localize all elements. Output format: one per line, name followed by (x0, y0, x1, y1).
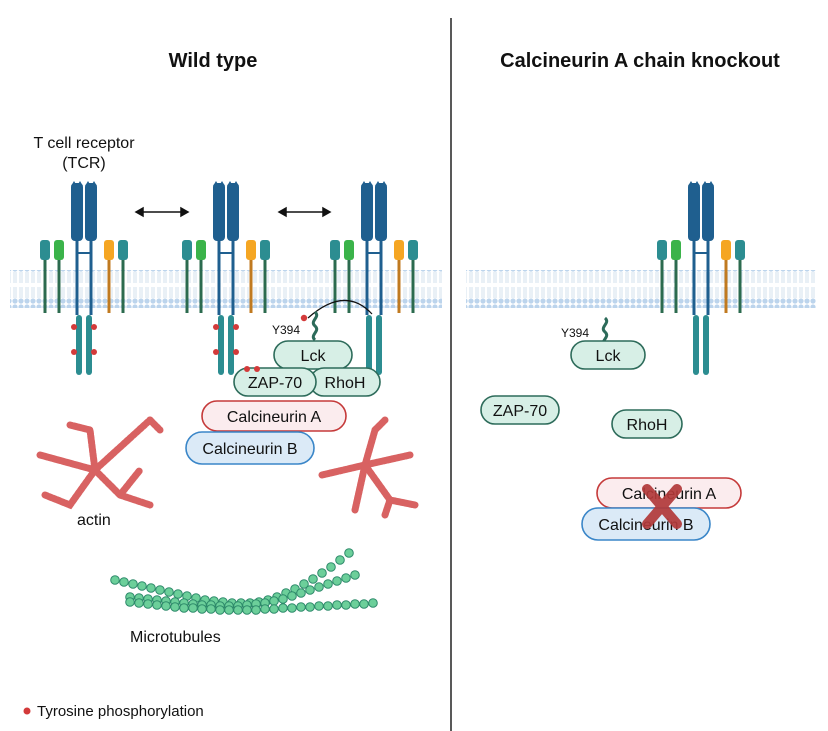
rhoh-label-right: RhoH (627, 417, 668, 434)
lck-pill-right (570, 340, 646, 370)
tcr-label-line1: T cell receptor (33, 135, 135, 152)
zap70-label-left: ZAP-70 (248, 375, 302, 392)
membrane-right (466, 270, 816, 308)
legend-label: Tyrosine phosphorylation (37, 703, 204, 720)
y394-label-left: Y394 (272, 323, 300, 337)
knockout-x-icon (642, 484, 682, 529)
left-panel-title: Wild type (169, 50, 258, 72)
zap70-phospho-2 (254, 366, 260, 372)
membrane-left (10, 270, 442, 308)
right-panel-title: Calcineurin A chain knockout (500, 50, 780, 72)
rhoh-label-left: RhoH (325, 375, 366, 392)
y394-label-right: Y394 (561, 326, 589, 340)
actin-label: actin (77, 512, 111, 529)
zap70-pill-left (233, 367, 317, 397)
lck-label-left: Lck (301, 348, 327, 365)
double-arrow-1 (134, 206, 190, 218)
lck-label-right: Lck (596, 348, 622, 365)
lck-pill-left (273, 340, 353, 370)
y394-phospho-left (300, 314, 308, 322)
calcineurin-b-pill-left (185, 431, 315, 465)
microtubules (110, 548, 378, 615)
zap70-pill-right (480, 395, 560, 425)
calcineurin-a-label-left: Calcineurin A (227, 409, 322, 426)
calcineurin-a-pill-left (201, 400, 347, 432)
phospho-dots-tcr (71, 324, 239, 355)
actin-filament-left (36, 416, 164, 510)
microtubules-label: Microtubules (130, 629, 221, 646)
lck-tail-left (311, 310, 319, 342)
legend-phospho-dot (23, 707, 31, 715)
actin-filament-right (318, 416, 419, 519)
zap70-phospho-1 (244, 366, 250, 372)
rhoh-pill-right (611, 409, 683, 439)
zap70-label-right: ZAP-70 (493, 403, 547, 420)
calcineurin-b-label-left: Calcineurin B (202, 441, 297, 458)
tcr-label-line2: (TCR) (62, 155, 106, 172)
double-arrow-2 (277, 206, 332, 218)
